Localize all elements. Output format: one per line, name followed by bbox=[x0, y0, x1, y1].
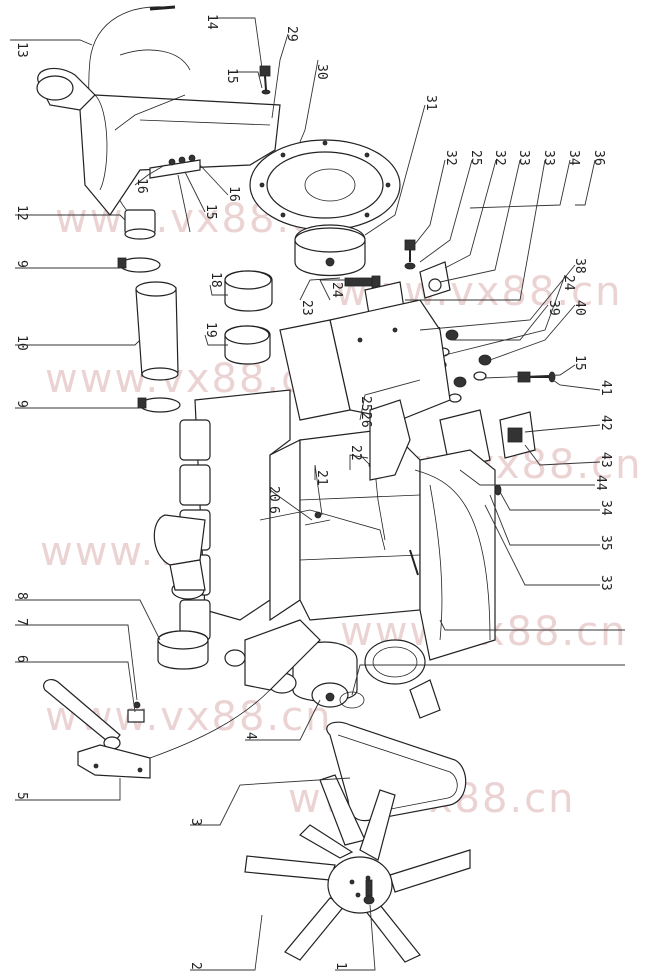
callout-12: 13 bbox=[14, 42, 29, 58]
callout-29: 32 bbox=[443, 150, 458, 166]
part-bracket-16 bbox=[149, 154, 201, 179]
callout-30: 32 bbox=[492, 150, 507, 166]
part-clamp-top bbox=[117, 257, 161, 273]
callout-16-left: 16 bbox=[134, 178, 149, 194]
part-clamp-bottom bbox=[137, 397, 181, 413]
callout-4: 4 bbox=[243, 732, 258, 740]
part-filter-8 bbox=[157, 630, 209, 670]
callout-38: 41 bbox=[598, 380, 613, 396]
callout-6-variant: 6 bbox=[266, 506, 281, 514]
callout-17: 18 bbox=[208, 272, 223, 288]
part-hose-10 bbox=[135, 281, 179, 381]
callout-22: 23 bbox=[299, 300, 314, 316]
part-cable-branch bbox=[119, 49, 191, 71]
callout-14: 15 bbox=[224, 68, 239, 84]
part-filter-18 bbox=[224, 325, 271, 365]
callout-35: 38 bbox=[572, 258, 587, 274]
callout-2: 2 bbox=[188, 962, 203, 970]
part-fan-2 bbox=[244, 774, 471, 963]
part-air-cleaner bbox=[36, 67, 281, 217]
callout-33-lower: 34 bbox=[598, 500, 613, 516]
callout-11: 12 bbox=[14, 205, 29, 221]
callout-34-upper: 36 bbox=[591, 150, 606, 166]
callout-6: 6 bbox=[14, 655, 29, 663]
callout-3: 3 bbox=[188, 818, 203, 826]
part-hub-44 bbox=[339, 691, 365, 709]
callout-24-upper: 25 bbox=[468, 150, 483, 166]
callout-33-upper: 34 bbox=[566, 150, 581, 166]
callout-19: 20 bbox=[266, 486, 281, 502]
callout-15-left: 15 bbox=[203, 204, 218, 220]
callout-40: 43 bbox=[598, 452, 613, 468]
callout-24-lower: 24 bbox=[561, 275, 576, 291]
callout-39: 42 bbox=[598, 415, 613, 431]
engine-parts bbox=[36, 5, 556, 963]
part-adapter-11 bbox=[124, 209, 156, 240]
part-lever-5 bbox=[43, 678, 271, 779]
callout-16-right: 16 bbox=[226, 186, 241, 202]
callout-10: 10 bbox=[14, 335, 29, 351]
callout-32-upper: 33 bbox=[541, 150, 556, 166]
callout-9-bottom: 9 bbox=[14, 400, 29, 408]
callout-21: 22 bbox=[348, 445, 363, 461]
callout-25: 26 bbox=[358, 412, 373, 428]
callout-13: 14 bbox=[204, 14, 219, 30]
callout-24-mid: 25 bbox=[358, 396, 373, 412]
callout-9-top: 9 bbox=[14, 260, 29, 268]
part-drum-28 bbox=[294, 224, 366, 276]
callout-31: 33 bbox=[516, 150, 531, 166]
part-linkage bbox=[259, 399, 419, 576]
callout-26: 29 bbox=[284, 26, 299, 42]
callout-8: 8 bbox=[14, 592, 29, 600]
callout-36: 39 bbox=[546, 300, 561, 316]
part-flywheel-27 bbox=[249, 139, 401, 231]
callout-5: 5 bbox=[14, 792, 29, 800]
part-bolts-35-39 bbox=[448, 354, 556, 403]
callout-27: 30 bbox=[314, 64, 329, 80]
callout-15-right: 15 bbox=[572, 355, 587, 371]
part-cable-end bbox=[149, 5, 176, 11]
leader-lines bbox=[10, 17, 625, 971]
callout-20: 21 bbox=[314, 470, 329, 486]
callout-labels: 13 14 15 29 30 31 32 25 32 33 33 34 36 3… bbox=[14, 14, 613, 970]
callout-23: 24 bbox=[329, 282, 344, 298]
callout-32-lower: 33 bbox=[598, 575, 613, 591]
callout-37: 40 bbox=[572, 300, 587, 316]
callout-18: 19 bbox=[203, 322, 218, 338]
part-filter-17 bbox=[224, 270, 273, 312]
callout-34-lower: 35 bbox=[598, 535, 613, 551]
callout-41: 44 bbox=[593, 475, 608, 491]
callout-7: 7 bbox=[14, 618, 29, 626]
callout-28: 31 bbox=[423, 95, 438, 111]
callout-1: 1 bbox=[333, 962, 348, 970]
part-bolt-13 bbox=[259, 65, 271, 95]
